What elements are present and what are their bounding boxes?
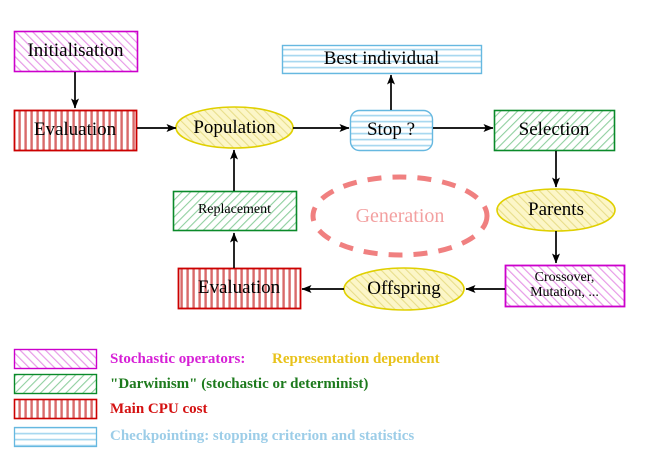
legend-label-checkpointing: Checkpointing: stopping criterion and st… (110, 428, 415, 444)
node-crossover-shape (504, 264, 626, 308)
node-evaluation-bottom-shape (177, 267, 302, 310)
legend-swatch-stochastic (13, 348, 98, 370)
node-evaluation-top-shape (13, 109, 138, 152)
node-initialisation-shape (13, 30, 139, 73)
legend-swatch-cpu-cost (13, 398, 98, 420)
node-generation-shape (310, 174, 490, 258)
legend-swatch-checkpointing (13, 426, 98, 448)
node-population-shape (175, 106, 294, 149)
legend-label-stochastic: Stochastic operators: (110, 351, 246, 367)
node-replacement-shape (172, 190, 298, 232)
node-selection-shape (493, 109, 616, 152)
node-best-individual-shape (281, 44, 483, 75)
node-parents-shape (496, 188, 616, 232)
legend-label-cpu-cost: Main CPU cost (110, 401, 208, 417)
legend-label-darwinism: "Darwinism" (stochastic or determinist) (110, 376, 369, 392)
legend-swatch-darwinism (13, 373, 98, 395)
node-offspring-shape (343, 267, 465, 311)
legend-label-representation: Representation dependent (272, 351, 440, 367)
node-stop-shape (349, 109, 434, 152)
